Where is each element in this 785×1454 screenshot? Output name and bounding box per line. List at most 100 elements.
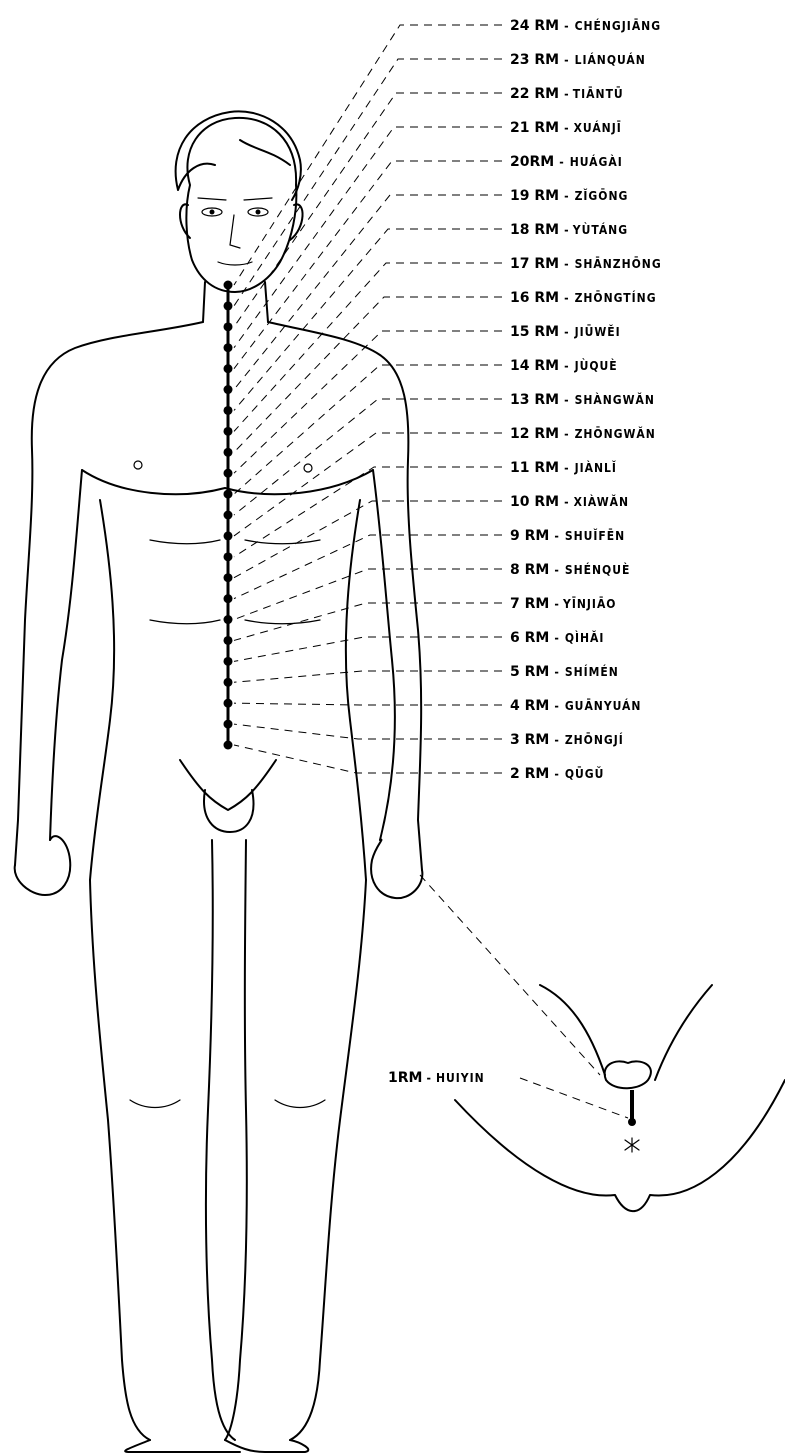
- point-name: CHÉNGJIĀNG: [575, 18, 662, 33]
- leader-line: [234, 603, 502, 640]
- acupoint-marker: [224, 301, 233, 310]
- acupoint-marker: [224, 720, 233, 729]
- point-separator: -: [564, 359, 569, 373]
- point-separator: -: [554, 563, 559, 577]
- leader-line: [234, 365, 502, 494]
- point-1-label: 1RM-HUIYIN: [388, 1070, 485, 1086]
- point-separator: -: [559, 155, 564, 169]
- point-label: 8 RM-SHÉNQUÈ: [510, 562, 630, 578]
- point-number: 9 RM: [510, 528, 549, 544]
- point-separator: -: [564, 461, 569, 475]
- perineum-inset: [420, 875, 785, 1211]
- hair: [176, 111, 301, 200]
- point-label: 19 RM-ZǏGŌNG: [510, 188, 628, 204]
- point-separator: -: [564, 427, 569, 441]
- leader-line: [234, 399, 502, 515]
- ear-left: [180, 204, 190, 238]
- acupoint-marker: [224, 531, 233, 540]
- point-separator: -: [554, 733, 559, 747]
- point-separator: -: [554, 529, 559, 543]
- point-name: JIÀNLǏ: [574, 460, 617, 475]
- point-separator: -: [564, 53, 569, 67]
- waist-left: [90, 500, 114, 880]
- acupoint-marker: [224, 322, 233, 331]
- point-name: ZHŌNGTÍNG: [575, 290, 657, 305]
- point-label: 23 RM-LIÁNQUÁN: [510, 52, 646, 68]
- point-label: 21 RM-XUÁNJĪ: [510, 120, 622, 136]
- point-label: 13 RM-SHÀNGWǍN: [510, 392, 655, 408]
- point-separator: -: [564, 223, 568, 237]
- human-figure: [15, 111, 423, 1452]
- point-separator: -: [564, 19, 569, 33]
- point-separator: -: [564, 393, 569, 407]
- inset-anus-icon: [625, 1138, 639, 1152]
- pupil-right: [256, 210, 261, 215]
- point-name: YĪNJIĀO: [562, 597, 616, 611]
- point-separator: -: [554, 699, 559, 713]
- point-number: 21 RM: [510, 120, 559, 136]
- point-name: ZHŌNGJÍ: [565, 732, 624, 747]
- point-number: 16 RM: [510, 290, 559, 306]
- point-name: ZHŌNGWǍN: [575, 426, 656, 441]
- leader-line: [234, 724, 502, 739]
- leg-right-outer: [290, 880, 366, 1440]
- point-label: 2 RM-QŪGǓ: [510, 766, 604, 782]
- acupoint-marker: [224, 615, 233, 624]
- torso-left: [15, 322, 203, 865]
- point-name: JIŪWĚI: [574, 324, 621, 339]
- point-number: 11 RM: [510, 460, 559, 476]
- hand-right: [371, 840, 422, 899]
- abdomen-lines: [150, 540, 320, 624]
- point-name: YÙTÁNG: [572, 222, 628, 237]
- point-name: XUÁNJĪ: [574, 120, 622, 135]
- point-label: 15 RM-JIŪWĚI: [510, 324, 621, 340]
- torso-right: [268, 322, 422, 870]
- point-number: 5 RM: [510, 664, 549, 680]
- point-number: 12 RM: [510, 426, 559, 442]
- point-name: HUÁGÀI: [570, 154, 623, 169]
- neck: [203, 282, 268, 322]
- point-label: 7 RM-YĪNJIĀO: [510, 596, 616, 612]
- inset-thigh-right: [655, 985, 712, 1080]
- point-number: 20RM: [510, 154, 554, 170]
- waist-right: [346, 500, 366, 880]
- point-name: QÌHǍI: [565, 630, 605, 645]
- acupoint-marker: [224, 573, 233, 582]
- point-name: SHÉNQUÈ: [565, 562, 631, 577]
- acupoint-marker: [224, 490, 233, 499]
- leader-line: [234, 433, 502, 536]
- inset-thigh-left: [540, 985, 605, 1075]
- point-separator: -: [564, 325, 569, 339]
- point-number: 3 RM: [510, 732, 549, 748]
- leader-line: [234, 263, 502, 431]
- point-1-marker: [628, 1118, 636, 1126]
- leader-line: [234, 569, 502, 620]
- leg-left-outer: [90, 880, 150, 1440]
- point-number: 15 RM: [510, 324, 559, 340]
- point-name: GUĀNYUÁN: [565, 698, 642, 713]
- point-name: SHĀNZHŌNG: [575, 256, 662, 271]
- acupoint-marker: [224, 427, 233, 436]
- hand-left: [15, 836, 71, 895]
- point-number: 6 RM: [510, 630, 549, 646]
- point-name: SHÍMÉN: [565, 664, 619, 679]
- nipple-left: [134, 461, 142, 469]
- point-name: LIÁNQUÁN: [575, 52, 646, 67]
- left-inner-arm: [50, 470, 82, 840]
- acupoint-marker: [224, 364, 233, 373]
- point-number: 23 RM: [510, 52, 559, 68]
- point-label: 22 RM-TIĀNTŪ: [510, 86, 624, 102]
- acupoint-marker: [224, 469, 233, 478]
- point-label: 5 RM-SHÍMÉN: [510, 664, 619, 680]
- point-separator: -: [564, 495, 569, 509]
- point-number: 14 RM: [510, 358, 559, 374]
- point-label: 16 RM-ZHŌNGTÍNG: [510, 290, 657, 306]
- leader-line: [234, 637, 502, 661]
- mouth: [218, 262, 252, 265]
- point-number: 18 RM: [510, 222, 559, 238]
- leader-line: [234, 745, 502, 773]
- acupoint-marker: [224, 385, 233, 394]
- point-number: 4 RM: [510, 698, 549, 714]
- acupoint-marker: [224, 636, 233, 645]
